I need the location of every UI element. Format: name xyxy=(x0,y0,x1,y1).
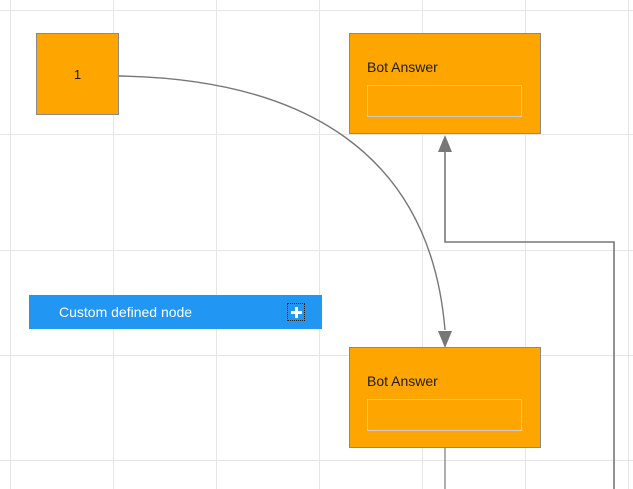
plus-icon[interactable] xyxy=(287,303,305,321)
grid-line-horizontal xyxy=(0,250,633,251)
node-1-label: 1 xyxy=(73,66,82,82)
grid-line-horizontal xyxy=(0,355,633,356)
grid-line-vertical xyxy=(216,0,217,489)
grid-line-vertical xyxy=(628,0,629,489)
grid-line-horizontal xyxy=(0,460,633,461)
grid-line-vertical xyxy=(319,0,320,489)
custom-defined-node-item[interactable]: Custom defined node xyxy=(29,295,322,329)
bot-answer-bottom[interactable]: Bot Answer xyxy=(349,347,541,448)
plus-icon-vertical-bar xyxy=(294,306,298,318)
grid-line-vertical xyxy=(113,0,114,489)
bot-answer-top-input[interactable] xyxy=(367,85,522,117)
bot-answer-top-title: Bot Answer xyxy=(367,59,438,75)
grid-line-vertical xyxy=(10,0,11,489)
node-1[interactable]: 1 xyxy=(36,33,119,115)
custom-defined-node-label: Custom defined node xyxy=(59,304,193,320)
bot-answer-top[interactable]: Bot Answer xyxy=(349,33,541,134)
bot-answer-bottom-input[interactable] xyxy=(367,399,522,431)
grid-line-horizontal xyxy=(0,10,633,11)
bot-answer-bottom-title: Bot Answer xyxy=(367,373,438,389)
grid-line-horizontal xyxy=(0,134,633,135)
